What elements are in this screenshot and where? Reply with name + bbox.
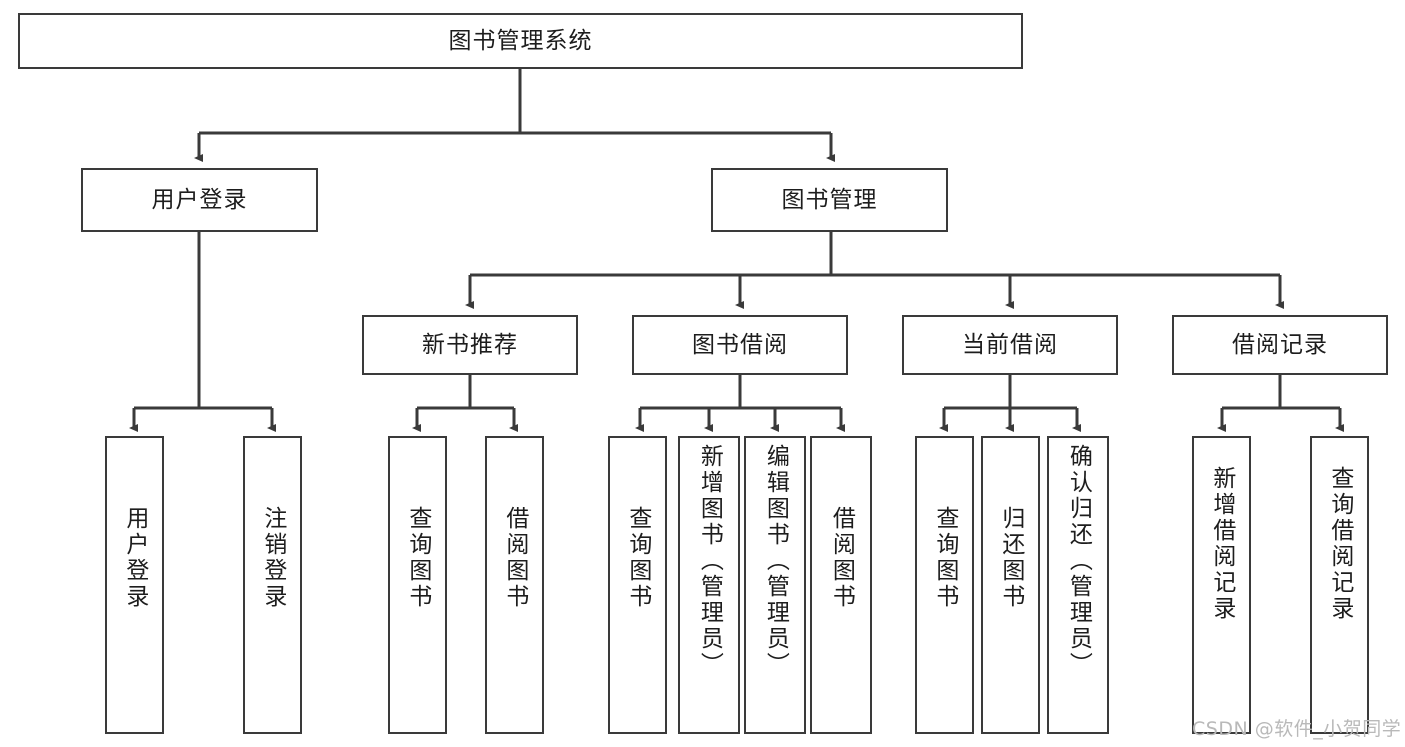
node-new-book-rec-label: 新书推荐 — [422, 331, 518, 358]
node-current-borrow-label: 当前借阅 — [962, 331, 1058, 358]
node-leaf-confirm-return-label: 确认归还（管理员） — [1065, 444, 1092, 678]
node-root[interactable]: 图书管理系统 — [18, 13, 1023, 69]
node-leaf-add-book[interactable]: 新增图书（管理员） — [678, 436, 740, 734]
node-leaf-borrow-book-2-label: 借阅图书 — [828, 506, 855, 610]
node-leaf-edit-book[interactable]: 编辑图书（管理员） — [744, 436, 806, 734]
node-user-login-label: 用户登录 — [151, 186, 248, 213]
node-leaf-query-book-3[interactable]: 查询图书 — [915, 436, 974, 734]
node-leaf-return-book-label: 归还图书 — [997, 506, 1024, 610]
node-leaf-query-book-2[interactable]: 查询图书 — [608, 436, 667, 734]
node-book-manage-label: 图书管理 — [781, 186, 878, 213]
node-leaf-user-login-label: 用户登录 — [121, 506, 148, 610]
node-borrow-record[interactable]: 借阅记录 — [1172, 315, 1388, 375]
node-leaf-query-record[interactable]: 查询借阅记录 — [1310, 436, 1369, 734]
node-leaf-query-book-2-label: 查询图书 — [624, 506, 651, 610]
csdn-watermark: CSDN @软件_小贺同学 — [1192, 718, 1402, 740]
node-leaf-logout-label: 注销登录 — [259, 506, 286, 610]
node-leaf-borrow-book-2[interactable]: 借阅图书 — [810, 436, 872, 734]
node-book-manage[interactable]: 图书管理 — [711, 168, 948, 232]
node-leaf-borrow-book-1[interactable]: 借阅图书 — [485, 436, 544, 734]
node-leaf-add-book-label: 新增图书（管理员） — [696, 444, 723, 678]
node-book-borrow[interactable]: 图书借阅 — [632, 315, 848, 375]
node-leaf-return-book[interactable]: 归还图书 — [981, 436, 1040, 734]
node-borrow-record-label: 借阅记录 — [1232, 331, 1328, 358]
node-leaf-query-book-3-label: 查询图书 — [931, 506, 958, 610]
node-new-book-rec[interactable]: 新书推荐 — [362, 315, 578, 375]
node-book-borrow-label: 图书借阅 — [692, 331, 788, 358]
node-leaf-add-record[interactable]: 新增借阅记录 — [1192, 436, 1251, 734]
node-root-label: 图书管理系统 — [448, 27, 593, 54]
node-leaf-borrow-book-1-label: 借阅图书 — [501, 506, 528, 610]
node-leaf-user-login[interactable]: 用户登录 — [105, 436, 164, 734]
node-user-login[interactable]: 用户登录 — [81, 168, 318, 232]
node-current-borrow[interactable]: 当前借阅 — [902, 315, 1118, 375]
node-leaf-query-record-label: 查询借阅记录 — [1326, 466, 1353, 622]
node-leaf-add-record-label: 新增借阅记录 — [1208, 466, 1235, 622]
node-leaf-query-book-1[interactable]: 查询图书 — [388, 436, 447, 734]
node-leaf-edit-book-label: 编辑图书（管理员） — [762, 444, 789, 678]
node-leaf-logout[interactable]: 注销登录 — [243, 436, 302, 734]
node-leaf-confirm-return[interactable]: 确认归还（管理员） — [1047, 436, 1109, 734]
node-leaf-query-book-1-label: 查询图书 — [404, 506, 431, 610]
